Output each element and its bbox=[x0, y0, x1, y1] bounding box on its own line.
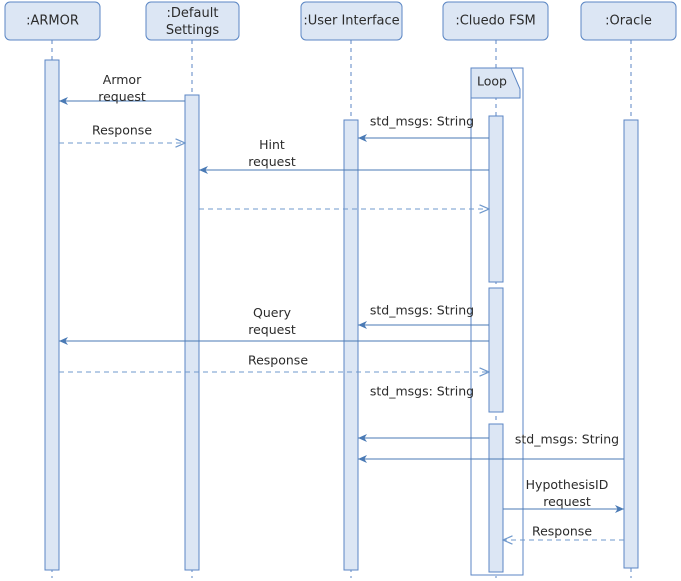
activation-bar-fsm-2 bbox=[488, 287, 504, 413]
message-label-m3: std_msgs: String bbox=[370, 114, 474, 129]
activation-bar-fsm-3 bbox=[488, 423, 504, 573]
message-label-m6: std_msgs: String bbox=[370, 303, 474, 318]
actor-label-oracle: :Oracle bbox=[605, 14, 652, 29]
activation-bar-oracle bbox=[623, 119, 639, 569]
fragment-label-text: Loop bbox=[477, 74, 507, 89]
actor-label-ui: :User Interface bbox=[303, 14, 399, 29]
activation-bar-fsm-1 bbox=[488, 115, 504, 283]
fragment-layer: Loop bbox=[470, 67, 524, 576]
message-label-m12: Response bbox=[532, 524, 592, 539]
message-label-m2: Response bbox=[92, 123, 152, 138]
activation-bar-armor bbox=[44, 59, 60, 571]
actor-label-armor: :ARMOR bbox=[26, 14, 79, 29]
message-label-m10: std_msgs: String bbox=[515, 432, 619, 447]
actor-box-fsm[interactable] bbox=[442, 1, 549, 41]
actor-box-defaults[interactable] bbox=[145, 1, 240, 41]
activation-bar-defaults bbox=[184, 94, 200, 571]
actor-box-armor[interactable] bbox=[4, 1, 101, 41]
activation-bar-ui bbox=[343, 119, 359, 571]
message-label-m9: std_msgs: String bbox=[370, 384, 474, 399]
fragment-label-tab bbox=[470, 67, 521, 99]
activations-layer bbox=[44, 59, 639, 573]
actor-label-fsm: :Cluedo FSM bbox=[455, 14, 535, 29]
message-label-m8: Response bbox=[248, 353, 308, 368]
actor-box-ui[interactable] bbox=[300, 1, 403, 41]
actor-box-oracle[interactable] bbox=[580, 1, 677, 41]
